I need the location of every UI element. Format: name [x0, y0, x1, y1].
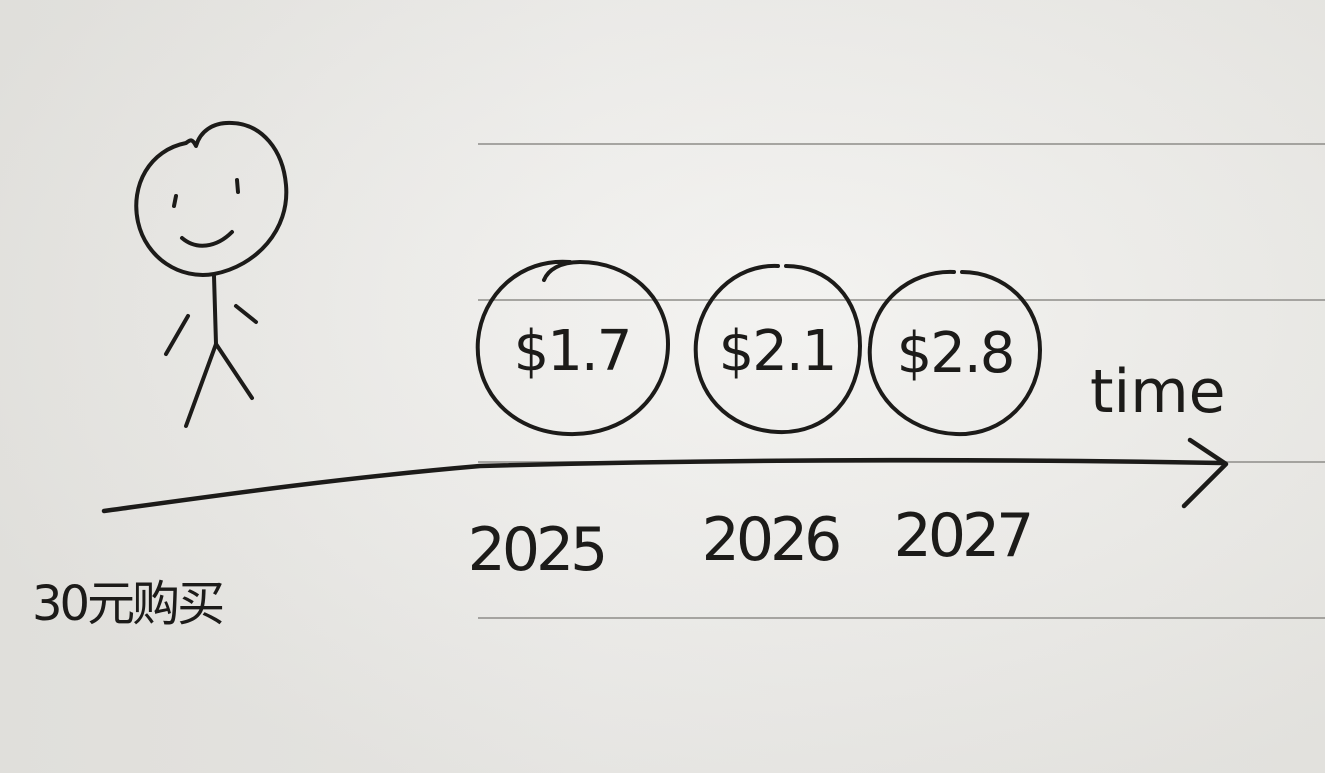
stick-figure-right-leg	[214, 342, 254, 400]
ruled-line	[478, 617, 1325, 619]
stick-figure-eye	[172, 194, 178, 208]
coin-value: $2.1	[719, 319, 836, 384]
stick-figure-right-arm	[234, 304, 258, 324]
start-label: 30元购买	[32, 576, 222, 632]
coin-circle	[475, 259, 670, 437]
coin-value: $2.8	[897, 321, 1014, 386]
ruled-line	[478, 143, 1325, 145]
axis-label: time	[1090, 357, 1226, 427]
timeline-axis	[101, 437, 1229, 514]
coin-value: $1.7	[514, 319, 631, 384]
coin-2026: $2.1 2026	[693, 263, 862, 575]
stick-figure-eye	[235, 178, 240, 194]
year-label: 2027	[894, 501, 1031, 571]
year-label: 2025	[468, 515, 605, 585]
year-label: 2026	[702, 505, 840, 575]
coin-2025: $1.7 2025	[468, 259, 670, 585]
coin-circle	[867, 269, 1042, 437]
stick-figure-left-arm	[164, 314, 190, 356]
stick-figure-head	[134, 120, 289, 277]
timeline-line	[101, 457, 1225, 514]
stick-figure-smile	[180, 230, 234, 248]
coin-2027: $2.8 2027	[867, 269, 1042, 571]
stick-figure-body	[212, 274, 218, 346]
arrow-head-icon	[1181, 437, 1229, 509]
ruled-line	[478, 299, 1325, 301]
stick-figure-left-leg	[184, 342, 218, 428]
stick-figure	[134, 120, 289, 428]
coin-circle	[693, 263, 862, 435]
